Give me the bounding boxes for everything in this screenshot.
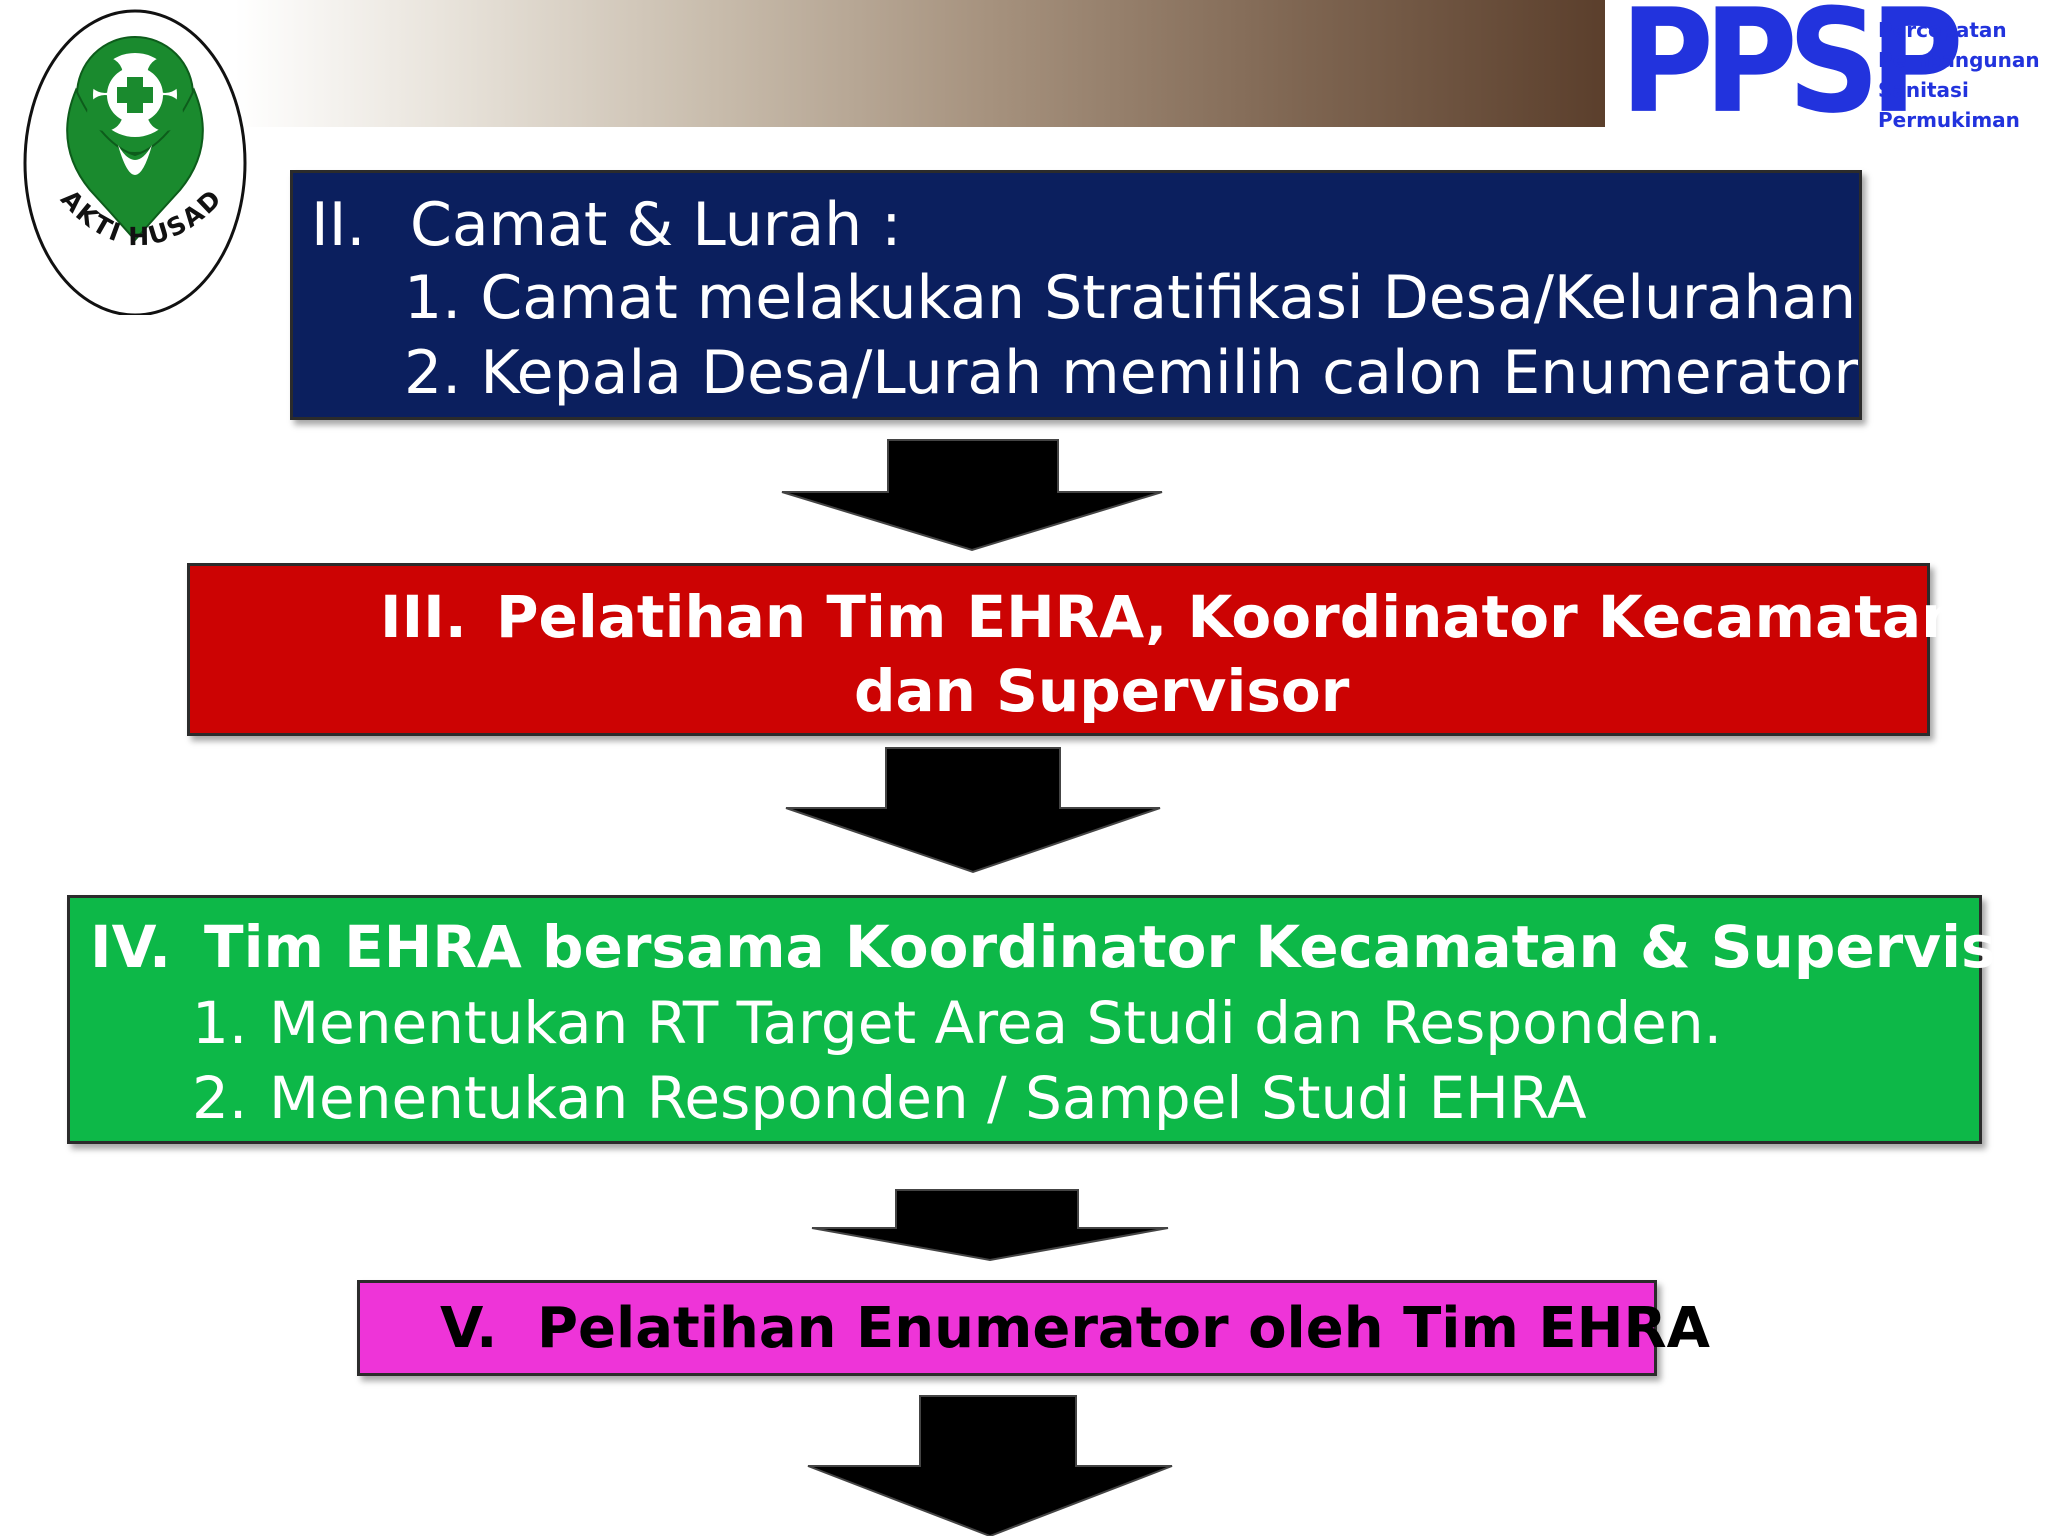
down-arrow-2 xyxy=(785,747,1161,874)
step-4-item-1-number: 1. xyxy=(192,989,248,1057)
step-4-item-2-number: 2. xyxy=(192,1064,248,1132)
step-5-box: V. Pelatihan Enumerator oleh Tim EHRA xyxy=(357,1280,1710,1376)
step-4-item-1-text: Menentukan RT Target Area Studi dan Resp… xyxy=(269,989,1723,1057)
down-arrow-4 xyxy=(807,1395,1173,1536)
step-2-numeral: II. xyxy=(311,190,366,260)
ppsp-logo-mark: PPSP xyxy=(1620,0,1964,146)
step-5-numeral: V. xyxy=(440,1296,498,1361)
step-3-numeral: III. xyxy=(380,583,467,651)
bakti-husada-logo: BAKTI HUSADA xyxy=(18,5,247,315)
step-3-title-line-1: Pelatihan Tim EHRA, Koordinator Kecamata… xyxy=(496,583,1963,651)
ppsp-logo: PPSP Percepatan Pembangunan Sanitasi Per… xyxy=(1620,0,2040,135)
step-2-box: II. Camat & Lurah : 1. Camat melakukan S… xyxy=(290,170,1862,420)
step-4-numeral: IV. xyxy=(90,913,172,981)
step-5-title: Pelatihan Enumerator oleh Tim EHRA xyxy=(537,1296,1710,1361)
down-arrow-3 xyxy=(811,1189,1169,1262)
step-2-title: Camat & Lurah : xyxy=(410,190,902,260)
step-2-item-1: 1. Camat melakukan Stratifikasi Desa/Kel… xyxy=(404,263,1857,333)
step-3-title-line-2: dan Supervisor xyxy=(854,657,1350,725)
header-gradient-band xyxy=(235,0,1605,127)
down-arrow-1 xyxy=(781,439,1163,552)
step-4-item-2-text: Menentukan Responden / Sampel Studi EHRA xyxy=(269,1064,1587,1132)
ppsp-logo-subtitle: Percepatan Pembangunan Sanitasi Permukim… xyxy=(1878,18,2040,132)
step-4-box: IV. Tim EHRA bersama Koordinator Kecamat… xyxy=(67,895,2048,1144)
step-2-item-2: 2. Kepala Desa/Lurah memilih calon Enume… xyxy=(404,338,1859,408)
step-4-title: Tim EHRA bersama Koordinator Kecamatan &… xyxy=(204,913,2048,981)
step-3-box: III. Pelatihan Tim EHRA, Koordinator Kec… xyxy=(187,563,1962,736)
